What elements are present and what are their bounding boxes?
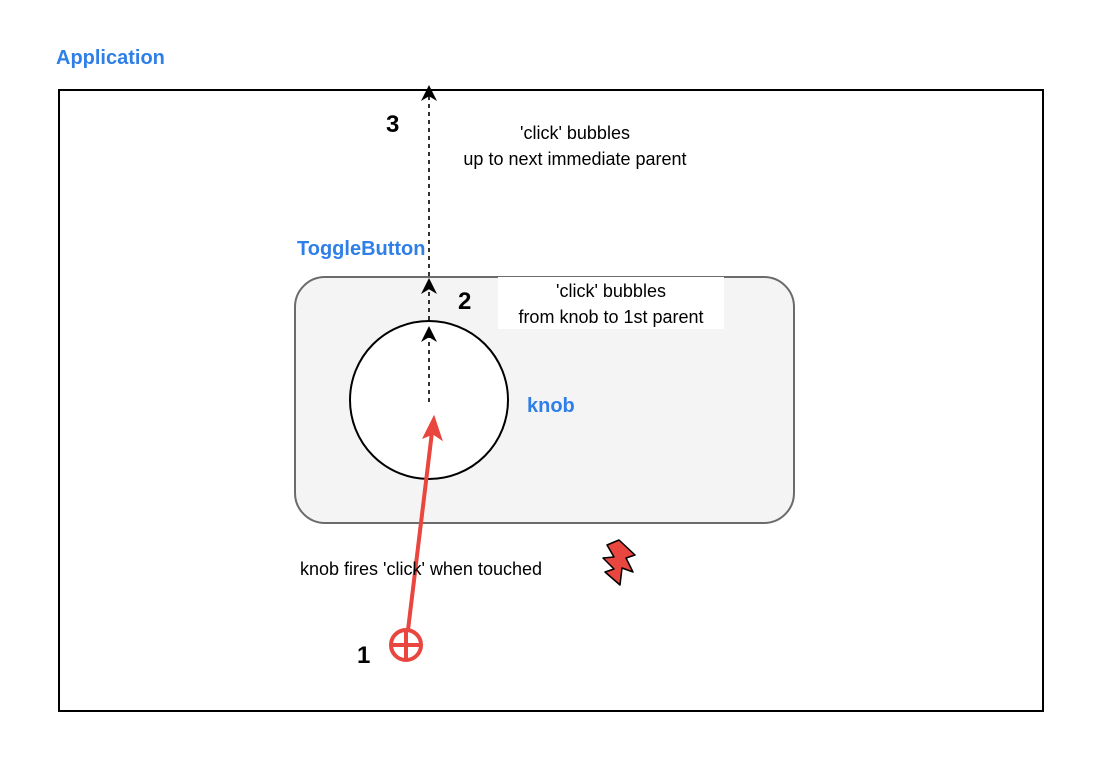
togglebutton-label: ToggleButton xyxy=(297,238,426,260)
step-2-number: 2 xyxy=(458,288,472,315)
note-bubble-first-line1: 'click' bubbles xyxy=(556,281,666,301)
note-background xyxy=(498,277,724,329)
note-bubble-next: 'click' bubbles up to next immediate par… xyxy=(420,120,730,172)
application-label: Application xyxy=(56,47,165,69)
application-frame xyxy=(58,89,1044,712)
touch-arrow-line xyxy=(406,431,434,631)
note-bubble-next-line2: up to next immediate parent xyxy=(463,149,687,169)
touch-arrow-head xyxy=(421,414,443,442)
note-knob-fires: knob fires 'click' when touched xyxy=(300,559,542,579)
step-1-number: 1 xyxy=(357,642,371,669)
note-bubble-first: 'click' bubbles from knob to 1st parent xyxy=(498,278,724,330)
knob-label: knob xyxy=(527,395,575,417)
step-3-number: 3 xyxy=(386,111,400,138)
note-bubble-first-line2: from knob to 1st parent xyxy=(518,307,704,327)
note-bubble-next-line1: 'click' bubbles xyxy=(520,123,630,143)
touch-target-icon xyxy=(389,628,423,662)
lightning-icon xyxy=(602,539,636,586)
